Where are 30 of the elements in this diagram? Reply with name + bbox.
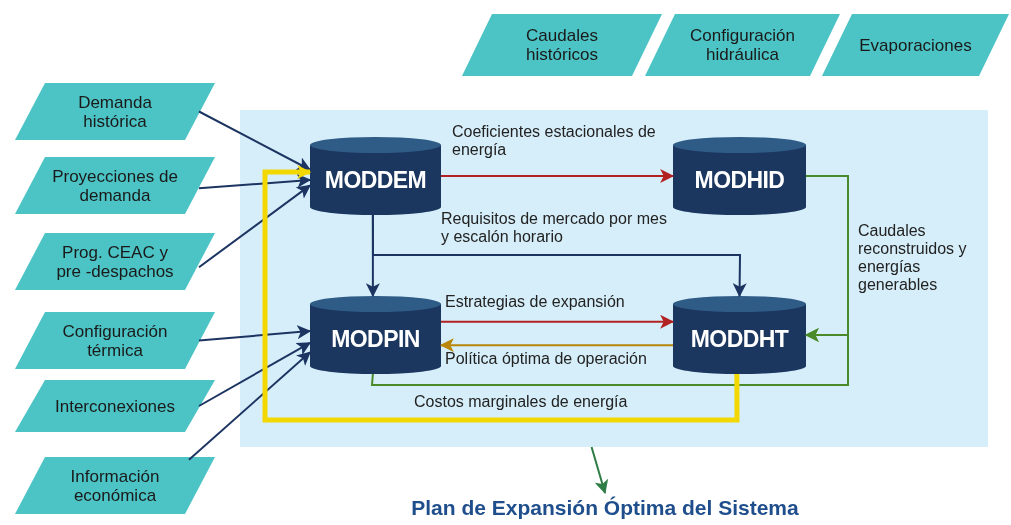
connector-arrow — [371, 214, 747, 298]
result-title: Plan de Expansión Óptima del Sistema — [385, 493, 825, 523]
input-parallelogram: Configuración hidráulica — [645, 14, 840, 76]
input-parallelogram: Prog. CEAC y pre -despachos — [15, 233, 215, 290]
connector-arrow — [590, 446, 609, 495]
connector-arrow — [198, 110, 312, 171]
input-parallelogram: Configuración térmica — [15, 312, 215, 369]
edge-label: Costos marginales de energía — [414, 393, 629, 411]
connector-arrow — [439, 338, 674, 353]
input-parallelogram: Información económica — [15, 457, 215, 514]
connector-arrow — [198, 173, 312, 190]
input-parallelogram: Evaporaciones — [822, 14, 1009, 76]
model-panel — [240, 110, 988, 447]
connector-arrow — [370, 328, 849, 386]
connector-arrow — [262, 165, 740, 423]
connector-arrow — [198, 184, 311, 269]
input-parallelogram: Demanda histórica — [15, 83, 215, 140]
connector-arrow — [198, 325, 312, 342]
edge-label: Caudales reconstruidos y energías generables — [858, 222, 968, 294]
connector-arrow — [440, 169, 675, 183]
input-parallelogram: Interconexiones — [15, 380, 215, 432]
input-parallelogram: Proyecciones de demanda — [15, 157, 215, 214]
edge-label: Requisitos de mercado por mes y escalón horario — [441, 210, 668, 246]
edge-label: Política óptima de operación — [445, 350, 648, 368]
connector-arrow — [198, 341, 311, 407]
input-parallelogram: Caudales históricos — [462, 14, 662, 76]
connector-arrow — [440, 314, 675, 329]
connector-arrow — [188, 351, 311, 461]
edge-label: Coeficientes estacionales de energía — [452, 123, 657, 159]
edge-label: Estrategias de expansión — [445, 293, 626, 311]
